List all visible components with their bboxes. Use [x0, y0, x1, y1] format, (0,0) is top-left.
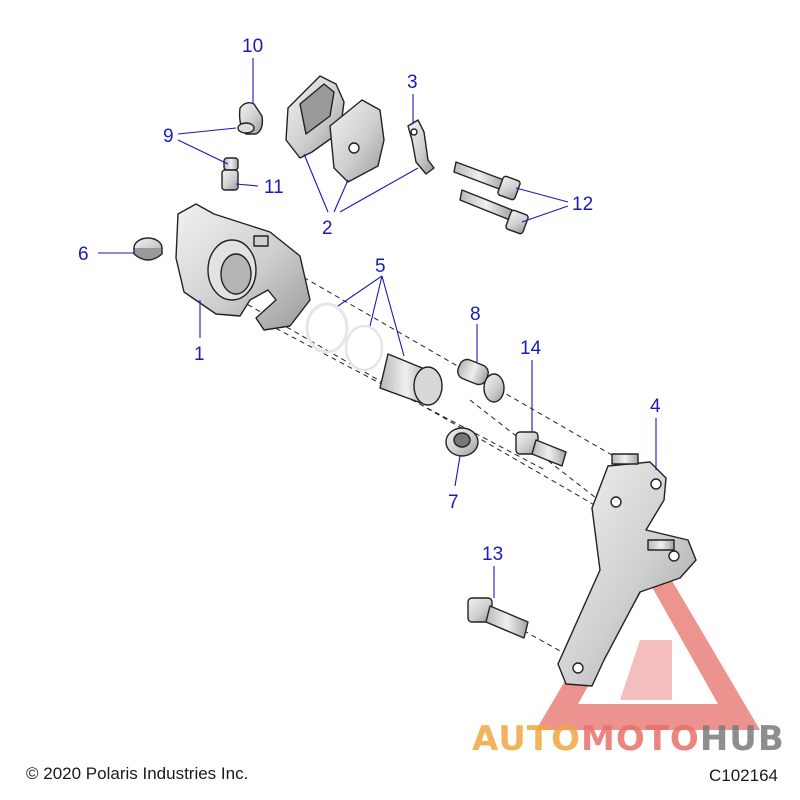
watermark-hub: HUB [700, 719, 785, 759]
part-10-bleeder-cap [237, 101, 264, 135]
part-8-slide-pin [457, 358, 505, 403]
callout-9: 9 [163, 126, 174, 147]
watermark-logo-text: AUTOMOTOHUB [472, 719, 785, 759]
callout-12: 12 [572, 194, 593, 215]
part-2-brake-pads [285, 75, 385, 183]
part-5-seals-piston [305, 302, 443, 406]
callout-4: 4 [650, 396, 661, 417]
part-4-bracket [557, 453, 697, 687]
callout-7: 7 [448, 492, 459, 513]
callout-1: 1 [194, 344, 205, 365]
callout-5: 5 [375, 256, 386, 277]
part-14-bolt [515, 431, 567, 467]
part-12-pad-pins [453, 161, 529, 235]
part-6-plug [133, 237, 163, 261]
callout-8: 8 [470, 304, 481, 325]
callout-10: 10 [242, 36, 263, 57]
copyright-notice: © 2020 Polaris Industries Inc. [26, 764, 249, 783]
callout-11: 11 [264, 177, 284, 198]
callout-3: 3 [407, 72, 418, 93]
part-13-bolt [467, 597, 529, 639]
figure-code: C102164 [708, 766, 778, 785]
part-1-caliper-body [175, 203, 311, 331]
part-11-bleeder-screw [221, 157, 239, 191]
svg-text:AUTOMOTOHUB: AUTOMOTOHUB [472, 719, 785, 759]
watermark-moto: MOTO [581, 719, 700, 759]
part-3-pad-spring [407, 119, 435, 175]
callout-14: 14 [520, 338, 542, 359]
watermark-auto: AUTO [472, 719, 581, 759]
part-7-boot [445, 427, 479, 457]
callout-13: 13 [482, 544, 503, 565]
leader-lines [98, 58, 657, 598]
callout-6: 6 [78, 244, 89, 265]
callout-2: 2 [322, 218, 333, 239]
callout-labels: 10 9 11 3 2 12 6 5 1 8 14 4 7 13 [78, 36, 661, 565]
